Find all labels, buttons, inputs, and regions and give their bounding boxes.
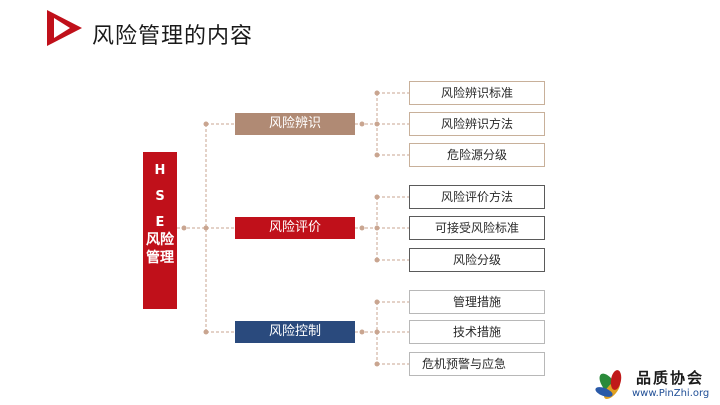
root-label-line-1: 风险 — [146, 232, 174, 248]
root-letter-h: H — [154, 163, 166, 178]
category-node-control: 风险控制 — [235, 321, 355, 343]
leaf-node: 技术措施 — [409, 320, 545, 344]
page-title: 风险管理的内容 — [92, 24, 254, 49]
leaf-node: 危险源分级 — [409, 143, 545, 167]
leaf-node: 风险辨识方法 — [409, 112, 545, 136]
leaf-node: 可接受风险标准 — [409, 216, 545, 240]
category-node-identification: 风险辨识 — [235, 113, 355, 135]
root-letter-s: S — [155, 189, 165, 204]
title-arrow-icon — [47, 10, 82, 46]
leaf-node: 风险辨识标准 — [409, 81, 545, 105]
leaf-node: 风险评价方法 — [409, 185, 545, 209]
root-letter-e: E — [155, 215, 165, 230]
watermark-brand: 品质协会 — [636, 369, 705, 387]
pinzhi-logo-icon — [595, 370, 622, 400]
leaf-node: 管理措施 — [409, 290, 545, 314]
watermark-fade — [500, 353, 540, 375]
leaf-node: 风险分级 — [409, 248, 545, 272]
category-node-evaluation: 风险评价 — [235, 217, 355, 239]
watermark-url: www.PinZhi.org — [632, 388, 710, 399]
root-label-line-2: 管理 — [146, 250, 174, 266]
root-node-hse: H S E 风险 管理 — [143, 152, 177, 309]
